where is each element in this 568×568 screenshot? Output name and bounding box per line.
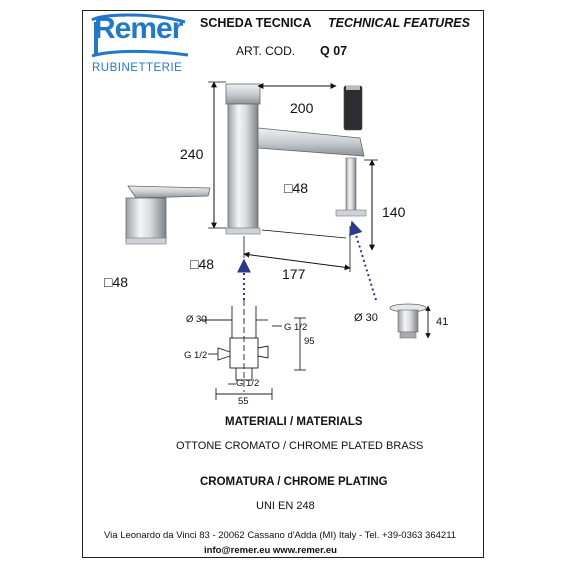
detail-width: 55 xyxy=(238,396,249,407)
dim-sq-body: □48 xyxy=(190,256,215,272)
dim-height: 240 xyxy=(180,146,204,162)
detail-thread-1: G 1/2 xyxy=(284,322,308,333)
title-english: TECHNICAL FEATURES xyxy=(328,16,470,30)
spout-illustration xyxy=(225,83,365,235)
brand-subtitle: RUBINETTERIE xyxy=(92,62,183,74)
detail-thread-2: G 1/2 xyxy=(184,350,208,361)
plating-title: CROMATURA / CHROME PLATING xyxy=(200,476,388,488)
waste-illustration xyxy=(389,303,427,339)
dim-spout-height: 140 xyxy=(382,204,406,220)
dim-sq-lever: □48 xyxy=(104,274,129,290)
footer-contacts: info@remer.eu www.remer.eu xyxy=(204,545,337,556)
lever-mixer-illustration xyxy=(125,185,211,245)
brand-logo-text: Remer xyxy=(94,12,183,45)
remer-logo-icon xyxy=(91,13,189,58)
detail-thread-3: G 1/2 xyxy=(236,378,260,389)
footer-address: Via Leonardo da Vinci 83 - 20062 Cassano… xyxy=(104,530,457,541)
detail-diameter: Ø 30 xyxy=(186,314,207,325)
dim-spout-length: 200 xyxy=(290,100,314,116)
article-code-value: Q 07 xyxy=(320,44,348,58)
connection-section-detail xyxy=(200,300,306,400)
plating-value: UNI EN 248 xyxy=(256,500,315,512)
materials-title: MATERIALI / MATERIALS xyxy=(225,416,363,428)
article-code-label: ART. COD. xyxy=(236,44,296,58)
dim-waste-diameter: Ø 30 xyxy=(354,312,378,324)
hand-shower-illustration xyxy=(335,85,367,217)
dim-waste-height: 41 xyxy=(436,316,449,328)
technical-sheet-frame xyxy=(82,10,484,558)
dim-spacing: 177 xyxy=(282,266,306,282)
title-italian: SCHEDA TECNICA xyxy=(200,16,312,30)
detail-height: 95 xyxy=(304,336,315,347)
dim-sq-spout: □48 xyxy=(284,180,309,196)
materials-value: OTTONE CROMATO / CHROME PLATED BRASS xyxy=(176,440,424,452)
